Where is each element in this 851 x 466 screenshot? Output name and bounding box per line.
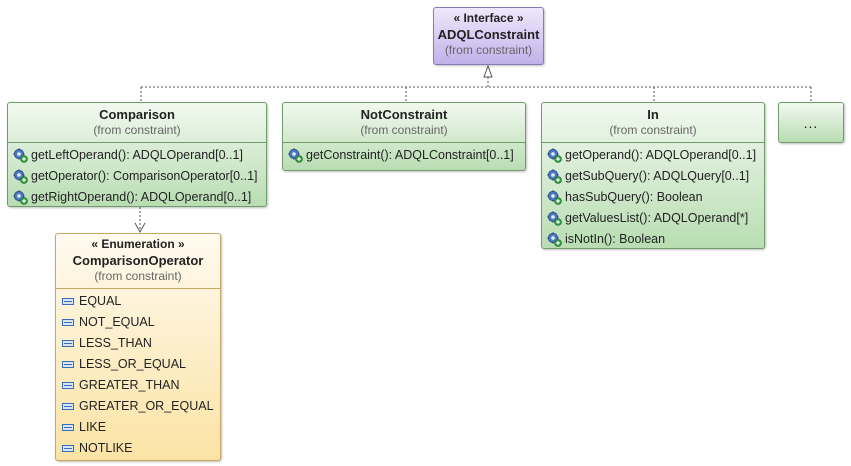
more-label: ... (803, 114, 819, 131)
dependency-arrowhead (134, 222, 146, 234)
method-signature: getRightOperand(): ADQLOperand[0..1] (31, 190, 252, 204)
method-row[interactable]: getOperand(): ADQLOperand[0..1] (547, 145, 764, 166)
class-in[interactable]: In (from constraint) getOperand(): ADQLO… (541, 102, 765, 249)
notconstraint-header: NotConstraint (from constraint) (283, 103, 525, 143)
method-row[interactable]: getRightOperand(): ADQLOperand[0..1] (13, 187, 266, 208)
method-gear-icon (547, 148, 562, 163)
method-row[interactable]: isNotIn(): Boolean (547, 229, 764, 250)
enum-literal-icon (62, 403, 74, 410)
interface-adqlconstraint[interactable]: « Interface » ADQLConstraint (from const… (433, 7, 544, 65)
method-row[interactable]: getConstraint(): ADQLConstraint[0..1] (288, 145, 525, 166)
method-gear-icon (288, 148, 303, 163)
enum-literal-label: EQUAL (79, 294, 122, 308)
method-gear-icon (547, 169, 562, 184)
method-row[interactable]: getSubQuery(): ADQLQuery[0..1] (547, 166, 764, 187)
notconstraint-package: (from constraint) (360, 123, 448, 137)
enum-name: ComparisonOperator (72, 253, 204, 268)
enum-literal-icon (62, 361, 74, 368)
method-gear-icon (547, 232, 562, 247)
comparison-name: Comparison (99, 107, 175, 122)
enum-literal[interactable]: GREATER_OR_EQUAL (61, 396, 220, 417)
enum-literal-label: GREATER_THAN (79, 378, 180, 392)
enum-comparisonoperator[interactable]: « Enumeration » ComparisonOperator (from… (55, 233, 221, 461)
enum-literal[interactable]: GREATER_THAN (61, 375, 220, 396)
in-name: In (647, 107, 659, 122)
enum-literal-icon (62, 340, 74, 347)
enum-literal[interactable]: EQUAL (61, 291, 220, 312)
enum-literal-label: NOTLIKE (79, 441, 133, 455)
comparison-header: Comparison (from constraint) (8, 103, 266, 143)
comparison-members: getLeftOperand(): ADQLOperand[0..1] getOp… (8, 143, 266, 210)
method-row[interactable]: getOperator(): ComparisonOperator[0..1] (13, 166, 266, 187)
enum-literal-icon (62, 382, 74, 389)
interface-package: (from constraint) (444, 43, 533, 57)
class-notconstraint[interactable]: NotConstraint (from constraint) getConst… (282, 102, 526, 171)
class-comparison[interactable]: Comparison (from constraint) getLeftOper… (7, 102, 267, 207)
method-signature: getOperand(): ADQLOperand[0..1] (565, 148, 757, 162)
interface-header: « Interface » ADQLConstraint (from const… (434, 8, 543, 62)
comparison-package: (from constraint) (93, 123, 181, 137)
in-package: (from constraint) (609, 123, 697, 137)
enum-literal-label: NOT_EQUAL (79, 315, 155, 329)
method-signature: getLeftOperand(): ADQLOperand[0..1] (31, 148, 243, 162)
method-signature: hasSubQuery(): Boolean (565, 190, 703, 204)
enum-literal-icon (62, 298, 74, 305)
method-signature: isNotIn(): Boolean (565, 232, 666, 246)
enum-literal[interactable]: LESS_THAN (61, 333, 220, 354)
method-gear-icon (547, 211, 562, 226)
realization-arrowhead (483, 64, 493, 78)
enum-literal[interactable]: NOTLIKE (61, 438, 220, 459)
method-signature: getOperator(): ComparisonOperator[0..1] (31, 169, 258, 183)
method-row[interactable]: hasSubQuery(): Boolean (547, 187, 764, 208)
enum-literal[interactable]: NOT_EQUAL (61, 312, 220, 333)
enum-literal[interactable]: LIKE (61, 417, 220, 438)
enum-literals: EQUAL NOT_EQUAL LESS_THAN LESS_OR_EQUAL GREA… (56, 289, 220, 461)
method-signature: getValuesList(): ADQLOperand[*] (565, 211, 749, 225)
in-members: getOperand(): ADQLOperand[0..1] getSubQue… (542, 143, 764, 252)
notconstraint-name: NotConstraint (360, 107, 448, 122)
enum-literal-label: LESS_OR_EQUAL (79, 357, 186, 371)
enum-literal-icon (62, 445, 74, 452)
method-gear-icon (547, 190, 562, 205)
interface-name: ADQLConstraint (437, 27, 540, 42)
method-signature: getSubQuery(): ADQLQuery[0..1] (565, 169, 750, 183)
enum-package: (from constraint) (94, 269, 182, 283)
enum-literal[interactable]: LESS_OR_EQUAL (61, 354, 220, 375)
notconstraint-members: getConstraint(): ADQLConstraint[0..1] (283, 143, 525, 168)
enum-header: « Enumeration » ComparisonOperator (from… (56, 234, 220, 289)
in-header: In (from constraint) (542, 103, 764, 143)
enum-literal-icon (62, 319, 74, 326)
enum-literal-label: LESS_THAN (79, 336, 152, 350)
method-gear-icon (13, 190, 28, 205)
enum-literal-label: LIKE (79, 420, 107, 434)
method-gear-icon (13, 148, 28, 163)
more-classes-box[interactable]: ... (778, 102, 844, 143)
method-row[interactable]: getLeftOperand(): ADQLOperand[0..1] (13, 145, 266, 166)
method-signature: getConstraint(): ADQLConstraint[0..1] (306, 148, 514, 162)
enum-stereotype: « Enumeration » (91, 237, 185, 251)
interface-stereotype: « Interface » (453, 11, 524, 25)
method-gear-icon (13, 169, 28, 184)
enum-literal-label: GREATER_OR_EQUAL (79, 399, 214, 413)
enum-literal-icon (62, 424, 74, 431)
method-row[interactable]: getValuesList(): ADQLOperand[*] (547, 208, 764, 229)
